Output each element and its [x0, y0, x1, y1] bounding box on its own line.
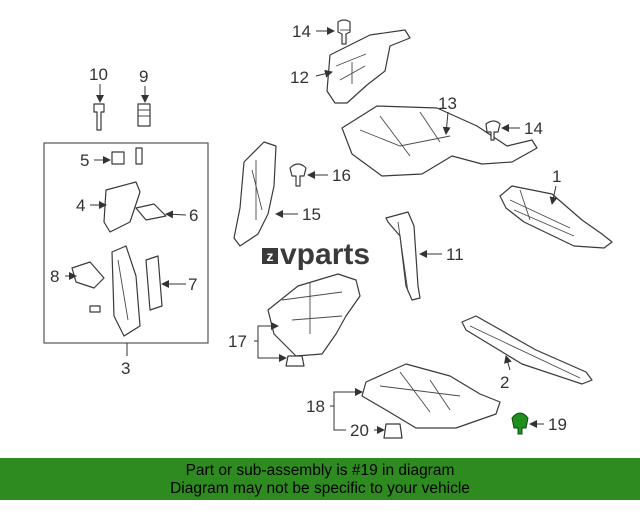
part-9-spacer[interactable] — [137, 103, 151, 127]
callout-1: 1 — [552, 167, 561, 186]
part-1-support-upper[interactable] — [499, 185, 613, 249]
part-17-clip[interactable] — [285, 355, 305, 367]
part-14-right-clip[interactable] — [485, 120, 501, 141]
callout-16: 16 — [332, 166, 351, 185]
watermark-text: vparts — [280, 238, 370, 271]
callout-14a: 14 — [292, 22, 311, 41]
subassembly-frame — [43, 142, 209, 344]
vparts-watermark: z vparts — [262, 238, 370, 271]
part-7-cover[interactable] — [145, 255, 163, 311]
part-16-clip[interactable] — [289, 163, 307, 187]
callout-11: 11 — [446, 245, 464, 264]
callout-8: 8 — [50, 267, 59, 286]
callout-13: 13 — [438, 94, 457, 113]
callout-14b: 14 — [524, 119, 543, 138]
callout-9: 9 — [139, 67, 148, 86]
part-10-bolt[interactable] — [93, 103, 105, 131]
part-6-plate[interactable] — [135, 203, 167, 221]
part-11-stay[interactable] — [385, 211, 421, 301]
banner-line-part: Part or sub-assembly is #19 in diagram — [185, 462, 455, 479]
part-2-lower-bar[interactable] — [461, 315, 593, 385]
callout-17: 17 — [228, 332, 247, 351]
part-14-top-clip[interactable] — [337, 19, 351, 45]
callout-15: 15 — [302, 205, 321, 224]
part-3-bolt[interactable] — [89, 305, 101, 313]
callout-4: 4 — [76, 196, 85, 215]
callout-2: 2 — [500, 373, 509, 392]
callout-12: 12 — [290, 68, 309, 87]
part-19-clip-highlighted[interactable] — [511, 412, 529, 435]
part-8-guard[interactable] — [71, 261, 105, 289]
part-5-clip[interactable] — [111, 147, 143, 165]
watermark-mark — [262, 248, 278, 264]
part-4-bracket[interactable] — [103, 181, 141, 233]
watermark-mark-letter: z — [267, 248, 274, 264]
leader-lines — [65, 27, 558, 434]
callout-5: 5 — [80, 151, 89, 170]
callout-6: 6 — [189, 206, 198, 225]
callout-18: 18 — [306, 397, 325, 416]
callout-labels: 14 12 13 14 1 16 15 11 10 9 5 4 6 8 7 3 … — [50, 22, 567, 440]
callout-3: 3 — [121, 359, 130, 378]
part-20-clip[interactable] — [383, 423, 403, 439]
part-15-side-deflector[interactable] — [233, 141, 277, 247]
part-18-under-cover[interactable] — [361, 363, 501, 429]
callout-20: 20 — [350, 421, 369, 440]
part-12-bracket[interactable] — [326, 29, 411, 104]
banner-line-disclaimer: Diagram may not be specific to your vehi… — [170, 480, 470, 497]
part-17-lower-support[interactable] — [267, 273, 361, 357]
part-3-reinforcement[interactable] — [111, 245, 141, 337]
callout-19: 19 — [548, 415, 567, 434]
info-banner: Part or sub-assembly is #19 in diagram D… — [0, 458, 640, 500]
callout-10: 10 — [89, 65, 108, 84]
callout-7: 7 — [188, 275, 197, 294]
part-13-upper-panel[interactable] — [341, 105, 538, 177]
